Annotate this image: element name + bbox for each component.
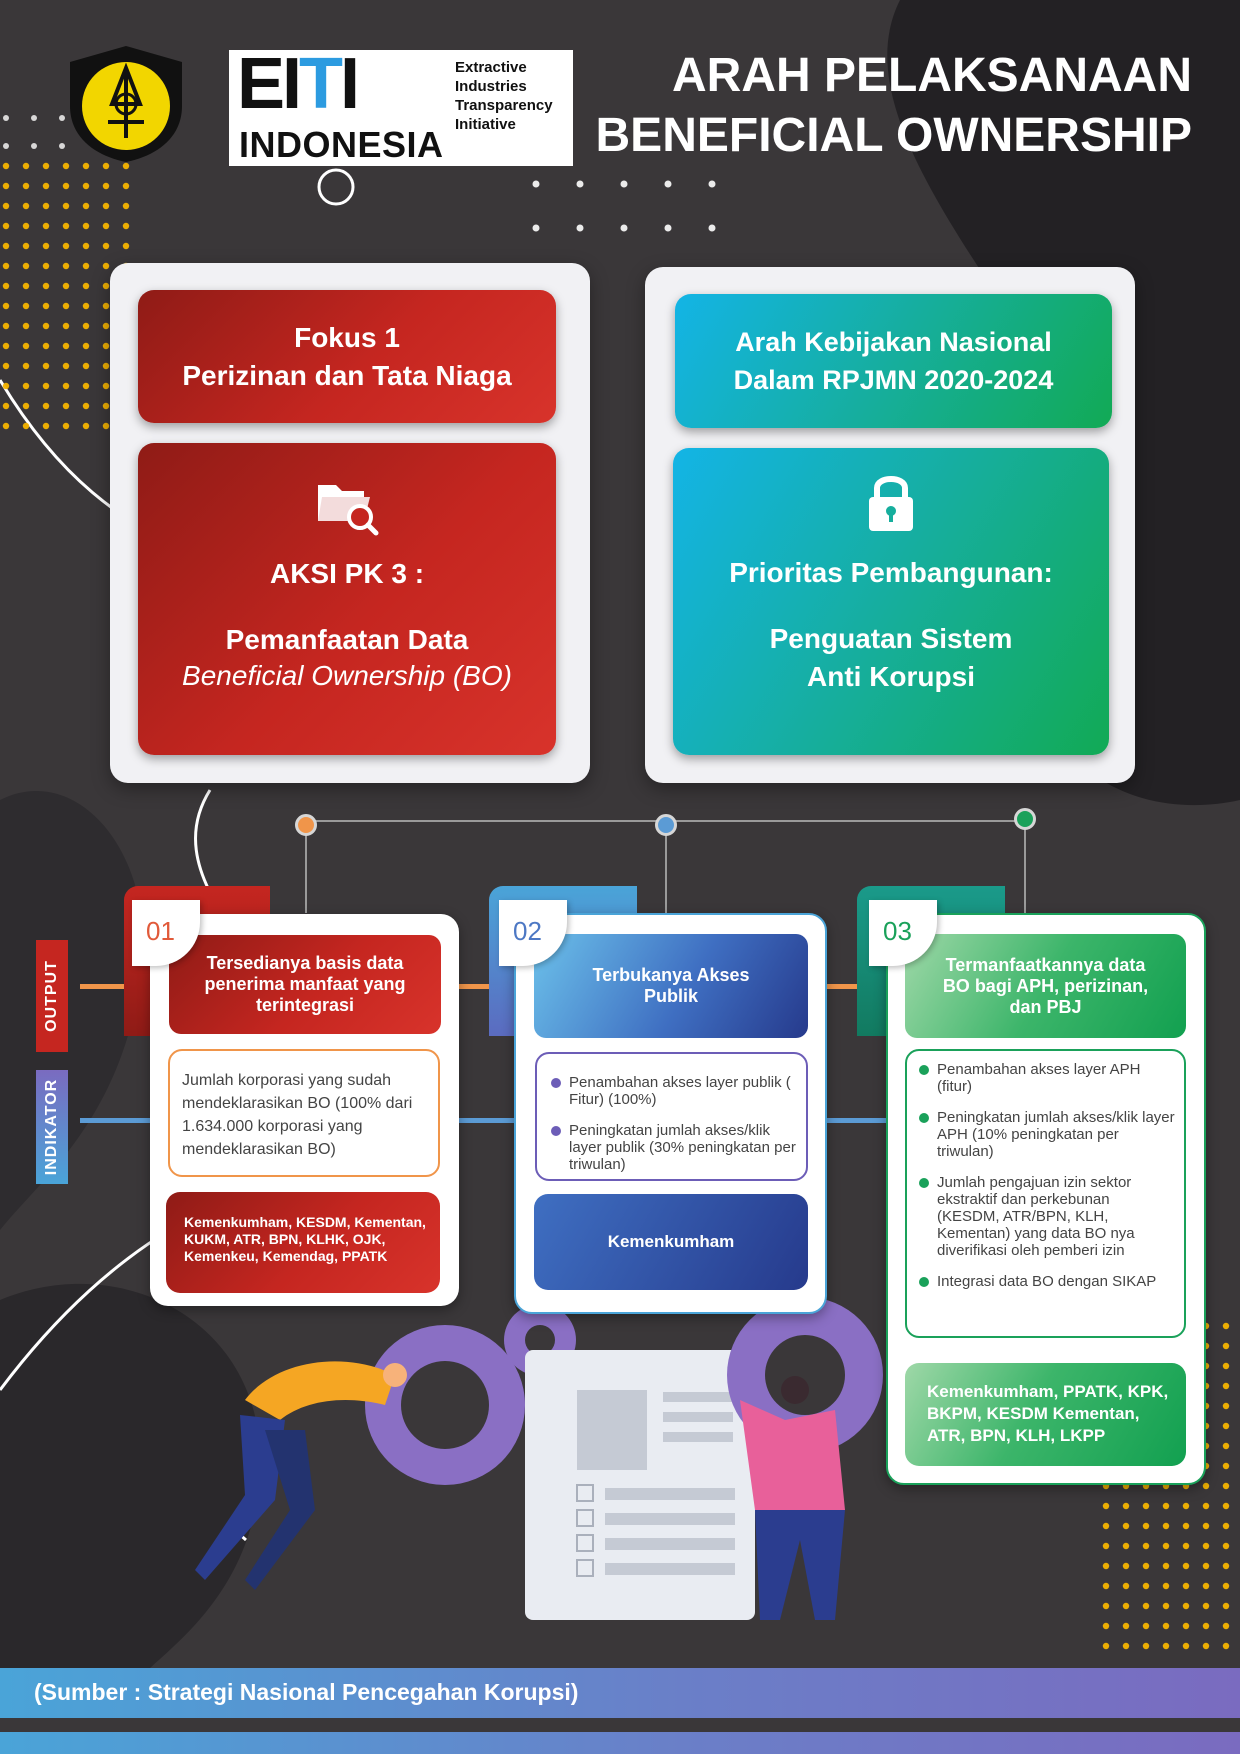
person-pink — [740, 1376, 845, 1620]
output-label-text: OUTPUT — [43, 960, 60, 1032]
source-note: (Sumber : Strategi Nasional Pencegahan K… — [34, 1679, 579, 1705]
institutions-box: Kemenkumham, KESDM, Kementan, KUKM, ATR,… — [166, 1192, 440, 1293]
eiti-subtitle-line: Industries — [455, 78, 527, 95]
column-number: 02 — [499, 900, 567, 966]
institutions-box: Kemenkumham — [534, 1194, 808, 1290]
priority-card: Prioritas Pembangunan: Penguatan Sistem … — [673, 448, 1109, 755]
column-number-text: 02 — [513, 916, 542, 946]
focus-number: Fokus 1 — [294, 321, 400, 353]
esdm-logo — [62, 42, 190, 164]
footer-stripe — [0, 1732, 1240, 1754]
institutions-text: Kemenkumham, PPATK, KPK, BKPM, KESDM Kem… — [927, 1382, 1169, 1445]
eiti-wordmark: EITI — [237, 44, 360, 124]
connector-dot — [1014, 808, 1036, 830]
priority-label: Prioritas Pembangunan: — [729, 557, 1053, 588]
gear-icon — [365, 1325, 525, 1485]
folder-search-icon — [318, 485, 379, 536]
eiti-subtitle-line: Extractive — [455, 59, 527, 76]
policy-line-2: Dalam RPJMN 2020-2024 — [733, 365, 1054, 395]
institutions-box: Kemenkumham, PPATK, KPK, BKPM, KESDM Kem… — [905, 1363, 1186, 1466]
focus-title: Perizinan dan Tata Niaga — [182, 359, 512, 391]
indicator-item: Peningkatan jumlah akses/klik layer publ… — [549, 1122, 796, 1173]
eiti-subtitle-line: Initiative — [455, 116, 516, 133]
title-line-2: BENEFICIAL OWNERSHIP — [595, 109, 1192, 162]
output-title-text: Termanfaatkannya data BO bagi APH, periz… — [942, 954, 1149, 1017]
lock-icon — [869, 476, 913, 531]
teamwork-illustration — [195, 1297, 883, 1620]
indicator-box: Jumlah korporasi yang sudah mendeklarasi… — [168, 1049, 440, 1177]
page-title: ARAH PELAKSANAAN BENEFICIAL OWNERSHIP — [572, 46, 1192, 166]
output-title-text: Terbukanya Akses Publik — [592, 965, 750, 1006]
indicator-label: INDIKATOR — [36, 1070, 68, 1184]
column-number-text: 01 — [146, 916, 175, 946]
indicator-text: Jumlah korporasi yang sudah mendeklarasi… — [182, 1072, 413, 1158]
eiti-subtitle-line: Transparency — [455, 97, 553, 114]
eiti-logo: EITI Extractive Industries Transparency … — [229, 44, 573, 166]
indicator-list: Penambahan akses layer APH (fitur) Penin… — [917, 1061, 1176, 1290]
output-title: Termanfaatkannya data BO bagi APH, periz… — [905, 934, 1186, 1038]
action-card: AKSI PK 3 : Pemanfaatan Data Beneficial … — [138, 443, 556, 755]
footer-band — [0, 1668, 1240, 1718]
indicator-row-line — [80, 1118, 920, 1123]
person-orange — [195, 1361, 407, 1590]
institutions-text: Kemenkumham, KESDM, Kementan, KUKM, ATR,… — [184, 1214, 426, 1264]
connector-line — [1024, 821, 1026, 913]
output-title: Tersedianya basis data penerima manfaat … — [169, 935, 441, 1034]
connector-dot — [295, 814, 317, 836]
indicator-item: Integrasi data BO dengan SIKAP — [917, 1273, 1176, 1290]
connector-line — [305, 821, 307, 913]
institutions-text: Kemenkumham — [607, 1232, 735, 1251]
action-title: Pemanfaatan Data — [225, 624, 469, 655]
indicator-list: Penambahan akses layer publik ( Fitur) (… — [549, 1074, 796, 1173]
output-title-text: Tersedianya basis data penerima manfaat … — [204, 953, 406, 1015]
priority-line-2: Anti Korupsi — [807, 661, 975, 692]
title-line-1: ARAH PELAKSANAAN — [671, 49, 1192, 102]
policy-line-1: Arah Kebijakan Nasional — [735, 327, 1052, 357]
connector-line — [665, 821, 667, 913]
focus-card: Fokus 1 Perizinan dan Tata Niaga — [138, 290, 556, 423]
indicator-label-text: INDIKATOR — [43, 1078, 60, 1176]
indicator-item: Penambahan akses layer APH (fitur) — [917, 1061, 1176, 1095]
action-subtitle: Beneficial Ownership (BO) — [182, 660, 512, 691]
eiti-subtitle: Extractive Industries Transparency Initi… — [455, 58, 553, 134]
indicator-box: Penambahan akses layer APH (fitur) Penin… — [905, 1049, 1186, 1338]
eiti-country: INDONESIA — [239, 124, 444, 165]
output-title: Terbukanya Akses Publik — [534, 934, 808, 1038]
indicator-item: Peningkatan jumlah akses/klik layer APH … — [917, 1109, 1176, 1160]
indicator-item: Jumlah pengajuan izin sektor ekstraktif … — [917, 1174, 1176, 1259]
column-number-text: 03 — [883, 916, 912, 946]
connector-dot — [655, 814, 677, 836]
action-label: AKSI PK 3 : — [269, 558, 425, 589]
priority-line-1: Penguatan Sistem — [769, 623, 1013, 654]
indicator-item: Penambahan akses layer publik ( Fitur) (… — [549, 1074, 796, 1108]
policy-card: Arah Kebijakan Nasional Dalam RPJMN 2020… — [675, 294, 1112, 428]
indicator-box: Penambahan akses layer publik ( Fitur) (… — [535, 1052, 808, 1181]
output-label: OUTPUT — [36, 940, 68, 1052]
